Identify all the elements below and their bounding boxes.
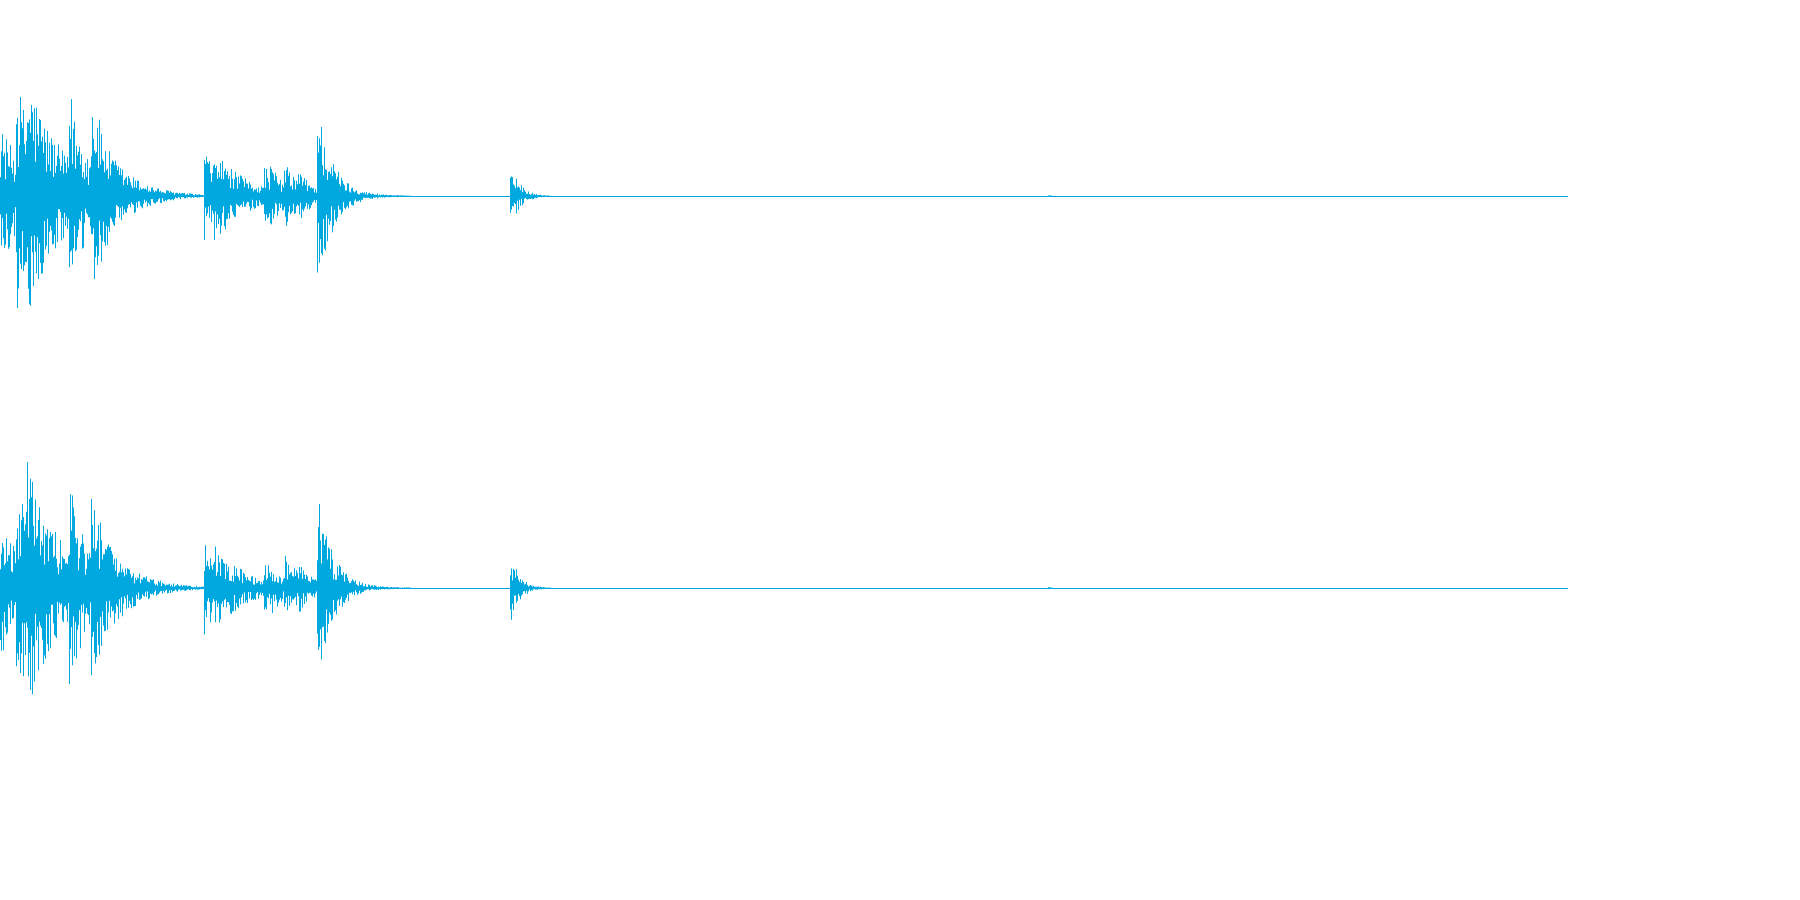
waveform-trace bbox=[0, 462, 1052, 695]
waveform-trace bbox=[0, 97, 1052, 309]
channel-1-waveform bbox=[0, 97, 1568, 309]
channel-2-waveform bbox=[0, 462, 1568, 695]
